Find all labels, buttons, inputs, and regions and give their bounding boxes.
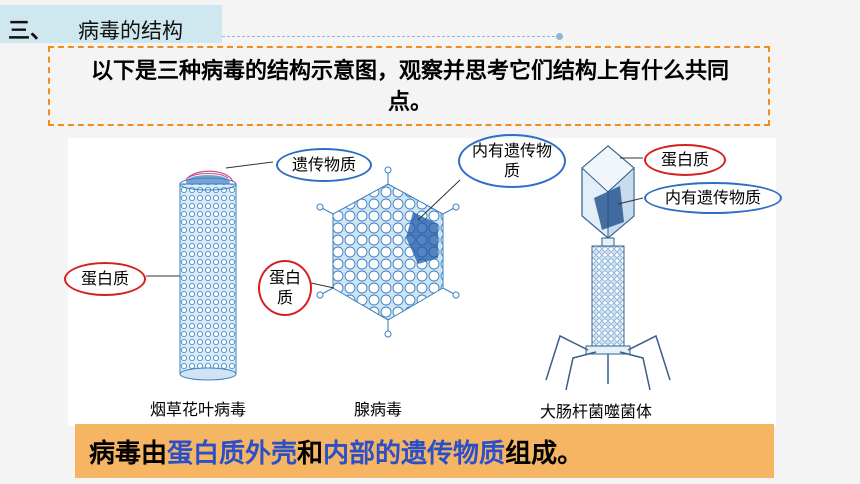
adeno-caption: 腺病毒 <box>354 400 403 419</box>
conclusion-box: 病毒由蛋白质外壳和内部的遗传物质组成。 <box>75 424 774 478</box>
conclusion-and: 和 <box>297 439 324 469</box>
tmv-genetic-label: 遗传物质 <box>276 148 372 182</box>
conclusion-prefix: 病毒由 <box>89 439 168 469</box>
virus-figure: 遗传物质 蛋白质 蛋白质 内有遗传物质 蛋白质 内有遗传物质 烟草花叶病毒 腺病… <box>64 134 782 426</box>
adeno-inner-label: 内有遗传物质 <box>458 134 566 188</box>
section-header: 三、 病毒的结构 <box>0 5 222 44</box>
section-number: 三、 <box>8 19 53 44</box>
adenovirus-shape <box>316 166 460 338</box>
phage-caption: 大肠杆菌噬菌体 <box>540 402 653 421</box>
intro-text: 以下是三种病毒的结构示意图，观察并思考它们结构上有什么共同点。 <box>90 59 729 115</box>
tmv-caption: 烟草花叶病毒 <box>150 400 247 419</box>
intro-box: 以下是三种病毒的结构示意图，观察并思考它们结构上有什么共同点。 <box>48 46 770 126</box>
conclusion-suffix: 组成。 <box>505 439 584 469</box>
header-divider-dot <box>556 33 563 40</box>
phage-protein-label: 蛋白质 <box>644 144 726 176</box>
header-divider <box>222 36 560 37</box>
adeno-protein-label: 蛋白质 <box>258 260 312 316</box>
virus-diagrams <box>146 145 671 391</box>
phage-inner-label: 内有遗传物质 <box>644 182 782 214</box>
pointer-lines <box>146 157 644 289</box>
section-title: 病毒的结构 <box>78 19 183 43</box>
tmv-virus-shape <box>179 170 237 381</box>
conclusion-genetic-material: 内部的遗传物质 <box>323 439 506 469</box>
tmv-protein-label: 蛋白质 <box>64 262 146 296</box>
bacteriophage-shape <box>545 145 671 391</box>
conclusion-text: 病毒由蛋白质外壳和内部的遗传物质组成。 <box>89 433 583 470</box>
conclusion-protein-shell: 蛋白质外壳 <box>167 439 298 469</box>
